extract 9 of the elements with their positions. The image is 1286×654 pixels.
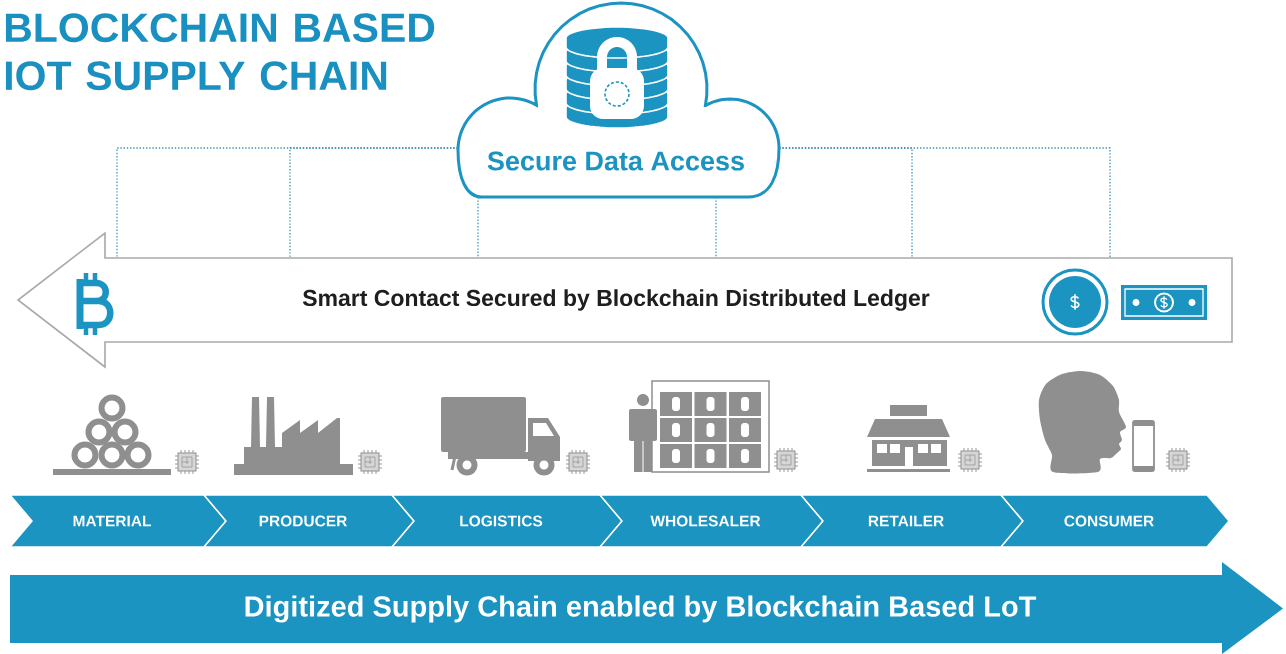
connector-line <box>477 196 479 259</box>
title: BLOCKCHAIN BASED IOT SUPPLY CHAIN <box>5 13 435 91</box>
connector-line <box>778 147 1111 259</box>
connector-line <box>289 147 459 259</box>
step-banner: MATERIAL <box>8 494 227 548</box>
arrow-band: Digitized Supply Chain enabled by Blockchain Based LoT <box>10 562 1283 654</box>
step-banner: LOGISTICS <box>390 494 623 548</box>
connector-line <box>715 196 717 259</box>
step-banner: CONSUMER <box>999 494 1230 548</box>
